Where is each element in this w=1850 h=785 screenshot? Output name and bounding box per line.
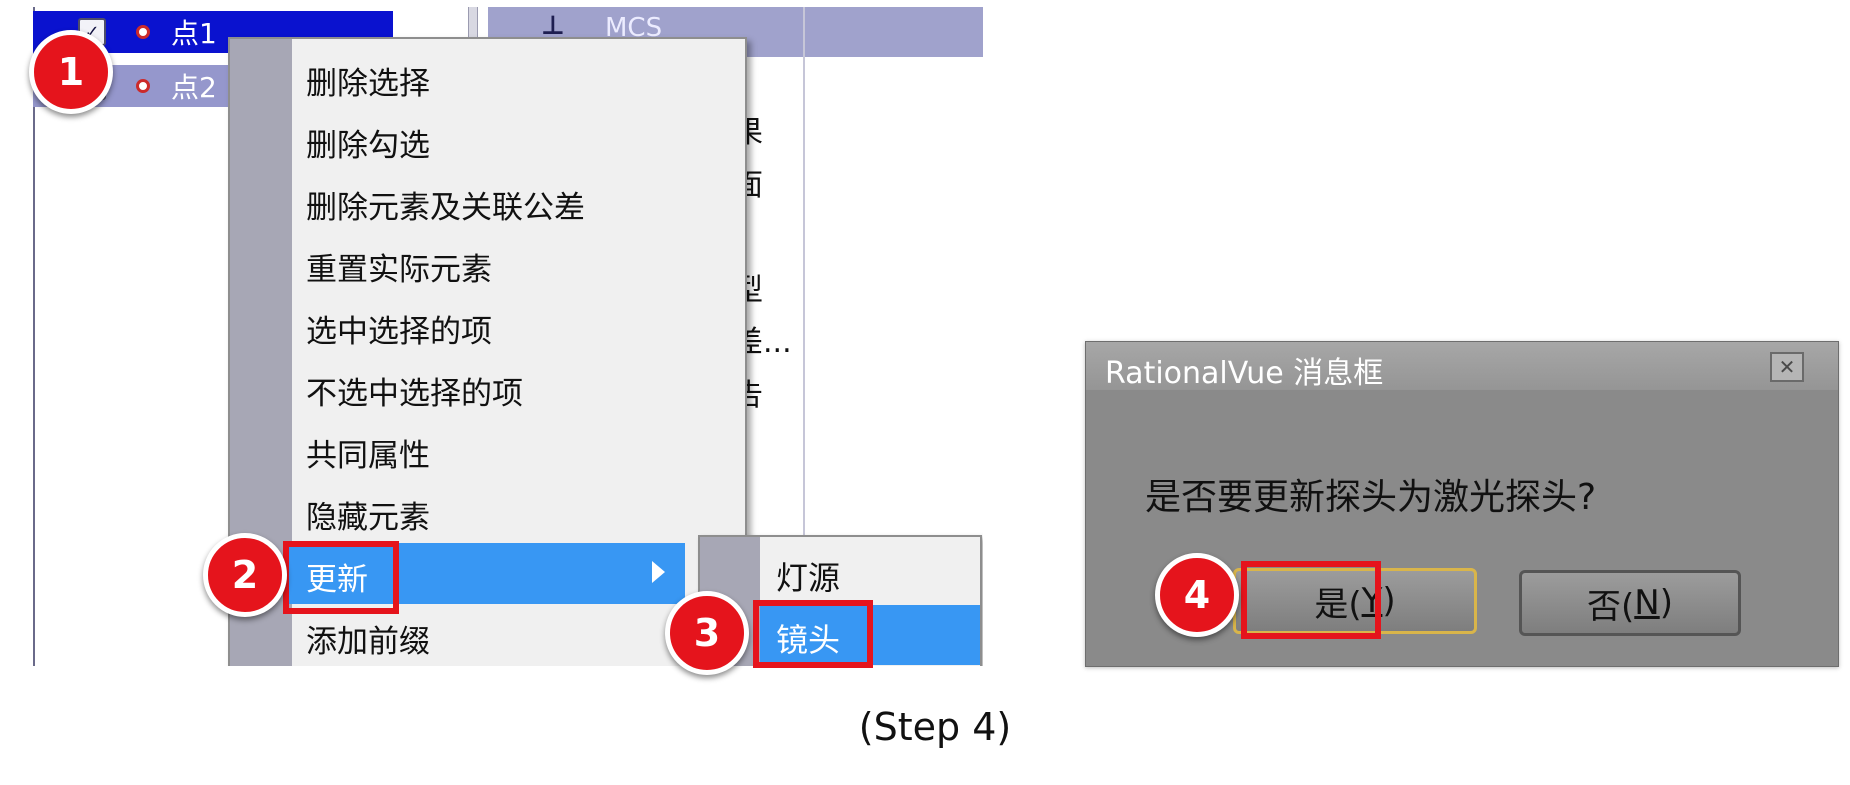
highlight-box-lens: [753, 600, 873, 668]
menu-item-label: 共同属性: [306, 438, 430, 474]
menu-item-label: 删除选择: [306, 66, 430, 102]
menu-item-reset-actual[interactable]: 重置实际元素: [292, 233, 745, 294]
menu-item-delete-selection[interactable]: 删除选择: [292, 47, 745, 108]
submenu-item-label: 灯源: [776, 559, 841, 597]
submenu-item-label: 镜头: [776, 621, 841, 659]
tree-border: [33, 7, 35, 666]
menu-item-check-selected[interactable]: 选中选择的项: [292, 295, 745, 356]
no-button-close: ): [1659, 583, 1673, 623]
menu-item-label: 删除元素及关联公差: [306, 190, 585, 226]
tree-row-label: 点2: [171, 71, 217, 104]
submenu-item-light-source[interactable]: 灯源: [760, 543, 980, 603]
dialog-title: RationalVue 消息框: [1105, 356, 1384, 391]
point-feature-icon: [136, 79, 150, 93]
step-badge-3: 3: [665, 591, 749, 675]
menu-item-label: 选中选择的项: [306, 314, 492, 350]
step-badge-4: 4: [1155, 553, 1239, 637]
message-dialog: RationalVue 消息框 ✕ 是否要更新探头为激光探头? 是(Y) 否(N…: [1085, 341, 1839, 667]
menu-item-common-properties[interactable]: 共同属性: [292, 419, 745, 480]
point-feature-icon: [136, 25, 150, 39]
step-badge-2: 2: [203, 533, 287, 617]
menu-item-label: 隐藏元素: [306, 500, 430, 536]
menu-item-add-prefix[interactable]: 添加前缀: [292, 605, 745, 666]
menu-item-label: 重置实际元素: [306, 252, 492, 288]
menu-item-hide-element[interactable]: 隐藏元素: [292, 481, 745, 542]
menu-item-label: 不选中选择的项: [306, 376, 523, 412]
no-button-accesskey: N: [1634, 583, 1660, 623]
menu-item-delete-checked[interactable]: 删除勾选: [292, 109, 745, 170]
no-button-label: 否(: [1587, 586, 1635, 627]
highlight-box-yes: [1241, 561, 1381, 639]
tree-row-label: 点1: [171, 17, 217, 50]
step-badge-1: 1: [29, 30, 113, 114]
column-divider: [803, 7, 805, 666]
menu-item-uncheck-selected[interactable]: 不选中选择的项: [292, 357, 745, 418]
step-caption: (Step 4): [858, 705, 1012, 749]
left-screenshot-panel: ⊥ MCS ✓ 点1 点2 果 面 型 差... 告 删除选择 删除勾选 删除元…: [33, 7, 983, 666]
context-menu: 删除选择 删除勾选 删除元素及关联公差 重置实际元素 选中选择的项 不选中选择的…: [228, 37, 747, 666]
close-icon[interactable]: ✕: [1770, 352, 1804, 382]
menu-item-label: 添加前缀: [306, 624, 430, 660]
yes-button-label: 是(: [1314, 584, 1362, 625]
no-button[interactable]: 否(N): [1519, 570, 1741, 636]
highlight-box-update: [283, 541, 399, 614]
dialog-titlebar[interactable]: [1086, 342, 1838, 390]
submenu-arrow-icon: [652, 561, 665, 583]
menu-item-label: 删除勾选: [306, 128, 430, 164]
menu-item-update[interactable]: 更新: [285, 543, 685, 604]
axis-icon: ⊥: [541, 11, 565, 41]
menu-item-delete-with-tolerance[interactable]: 删除元素及关联公差: [292, 171, 745, 232]
dialog-message: 是否要更新探头为激光探头?: [1145, 477, 1597, 518]
menu-item-label: 更新: [306, 562, 368, 598]
yes-button-close: ): [1382, 581, 1396, 621]
